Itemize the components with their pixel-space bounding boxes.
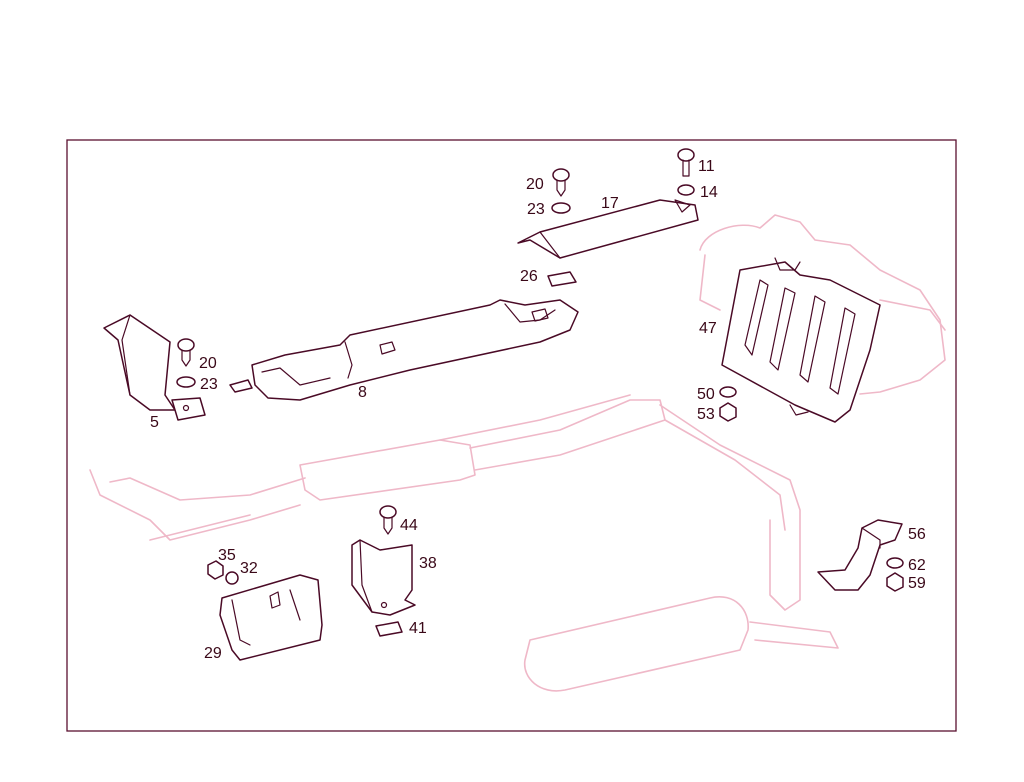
nut-59[interactable]	[886, 572, 904, 592]
diagram-frame	[66, 139, 957, 732]
callout-32[interactable]: 32	[240, 560, 258, 577]
callouts: 5 8 11 14 17 20 23 20 23 26 29 32 35 38 …	[150, 158, 926, 662]
callout-17[interactable]: 17	[601, 195, 619, 212]
background-exhaust-system	[89, 214, 946, 692]
callout-35[interactable]: 35	[218, 547, 236, 564]
part-17-cover-plate[interactable]	[517, 199, 699, 259]
hardware	[176, 148, 904, 637]
screw-11[interactable]	[677, 148, 695, 177]
screw-20-top[interactable]	[552, 168, 570, 197]
part-56-strap[interactable]	[817, 519, 903, 591]
callout-53[interactable]: 53	[697, 406, 715, 423]
callout-38[interactable]: 38	[419, 555, 437, 572]
nut-35[interactable]	[207, 560, 224, 580]
callout-56[interactable]: 56	[908, 526, 926, 543]
callout-59[interactable]: 59	[908, 575, 926, 592]
washer-14[interactable]	[677, 184, 695, 196]
part-38-bracket[interactable]	[351, 539, 416, 616]
callout-20-left[interactable]: 20	[199, 355, 217, 372]
callout-5[interactable]: 5	[150, 414, 159, 431]
callout-44[interactable]: 44	[400, 517, 418, 534]
washer-50[interactable]	[719, 386, 737, 398]
callout-50[interactable]: 50	[697, 386, 715, 403]
callout-62[interactable]: 62	[908, 557, 926, 574]
washer-23-left[interactable]	[176, 376, 196, 388]
callout-47[interactable]: 47	[699, 320, 717, 337]
callout-20-top[interactable]: 20	[526, 176, 544, 193]
nut-53[interactable]	[719, 402, 737, 422]
washer-23-top[interactable]	[551, 202, 571, 214]
washer-62[interactable]	[886, 557, 904, 569]
callout-23-top[interactable]: 23	[527, 201, 545, 218]
callout-41[interactable]: 41	[409, 620, 427, 637]
clip-26[interactable]	[547, 271, 577, 287]
part-47-ribbed-shield[interactable]	[721, 257, 881, 423]
clip-nut-41[interactable]	[375, 621, 403, 637]
callout-29[interactable]: 29	[204, 645, 222, 662]
callout-11[interactable]: 11	[698, 158, 715, 175]
part-8-heat-shield[interactable]	[229, 299, 579, 401]
screw-20-left[interactable]	[177, 338, 195, 367]
part-5-bracket[interactable]	[103, 314, 206, 421]
callout-8[interactable]: 8	[358, 384, 367, 401]
callout-23-left[interactable]: 23	[200, 376, 218, 393]
callout-26[interactable]: 26	[520, 268, 538, 285]
screw-44[interactable]	[379, 505, 397, 535]
callout-14[interactable]: 14	[700, 184, 718, 201]
part-29-shield[interactable]	[219, 574, 323, 661]
washer-32[interactable]	[225, 571, 239, 585]
